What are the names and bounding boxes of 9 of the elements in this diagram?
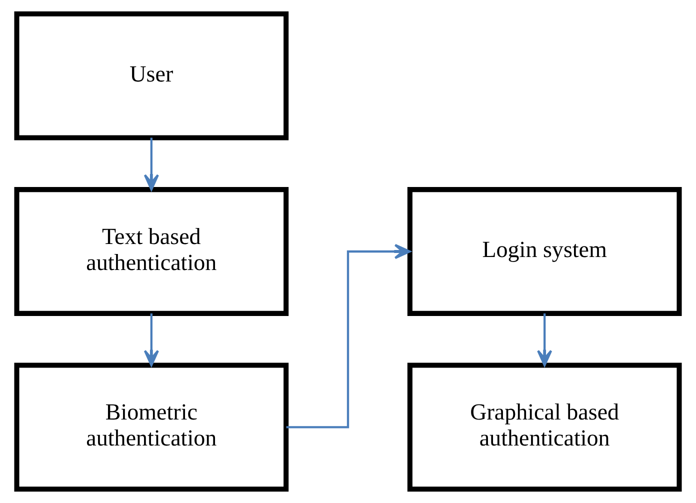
arrow	[144, 138, 159, 191]
arrow	[286, 244, 411, 428]
arrow	[537, 313, 552, 366]
arrow	[144, 313, 159, 366]
node-box: Text based authentication	[14, 187, 289, 316]
node-box: User	[14, 11, 289, 140]
node-box: Biometric authentication	[14, 362, 289, 492]
node-box: Login system	[407, 187, 682, 316]
node-box: Graphical based authentication	[407, 362, 682, 492]
